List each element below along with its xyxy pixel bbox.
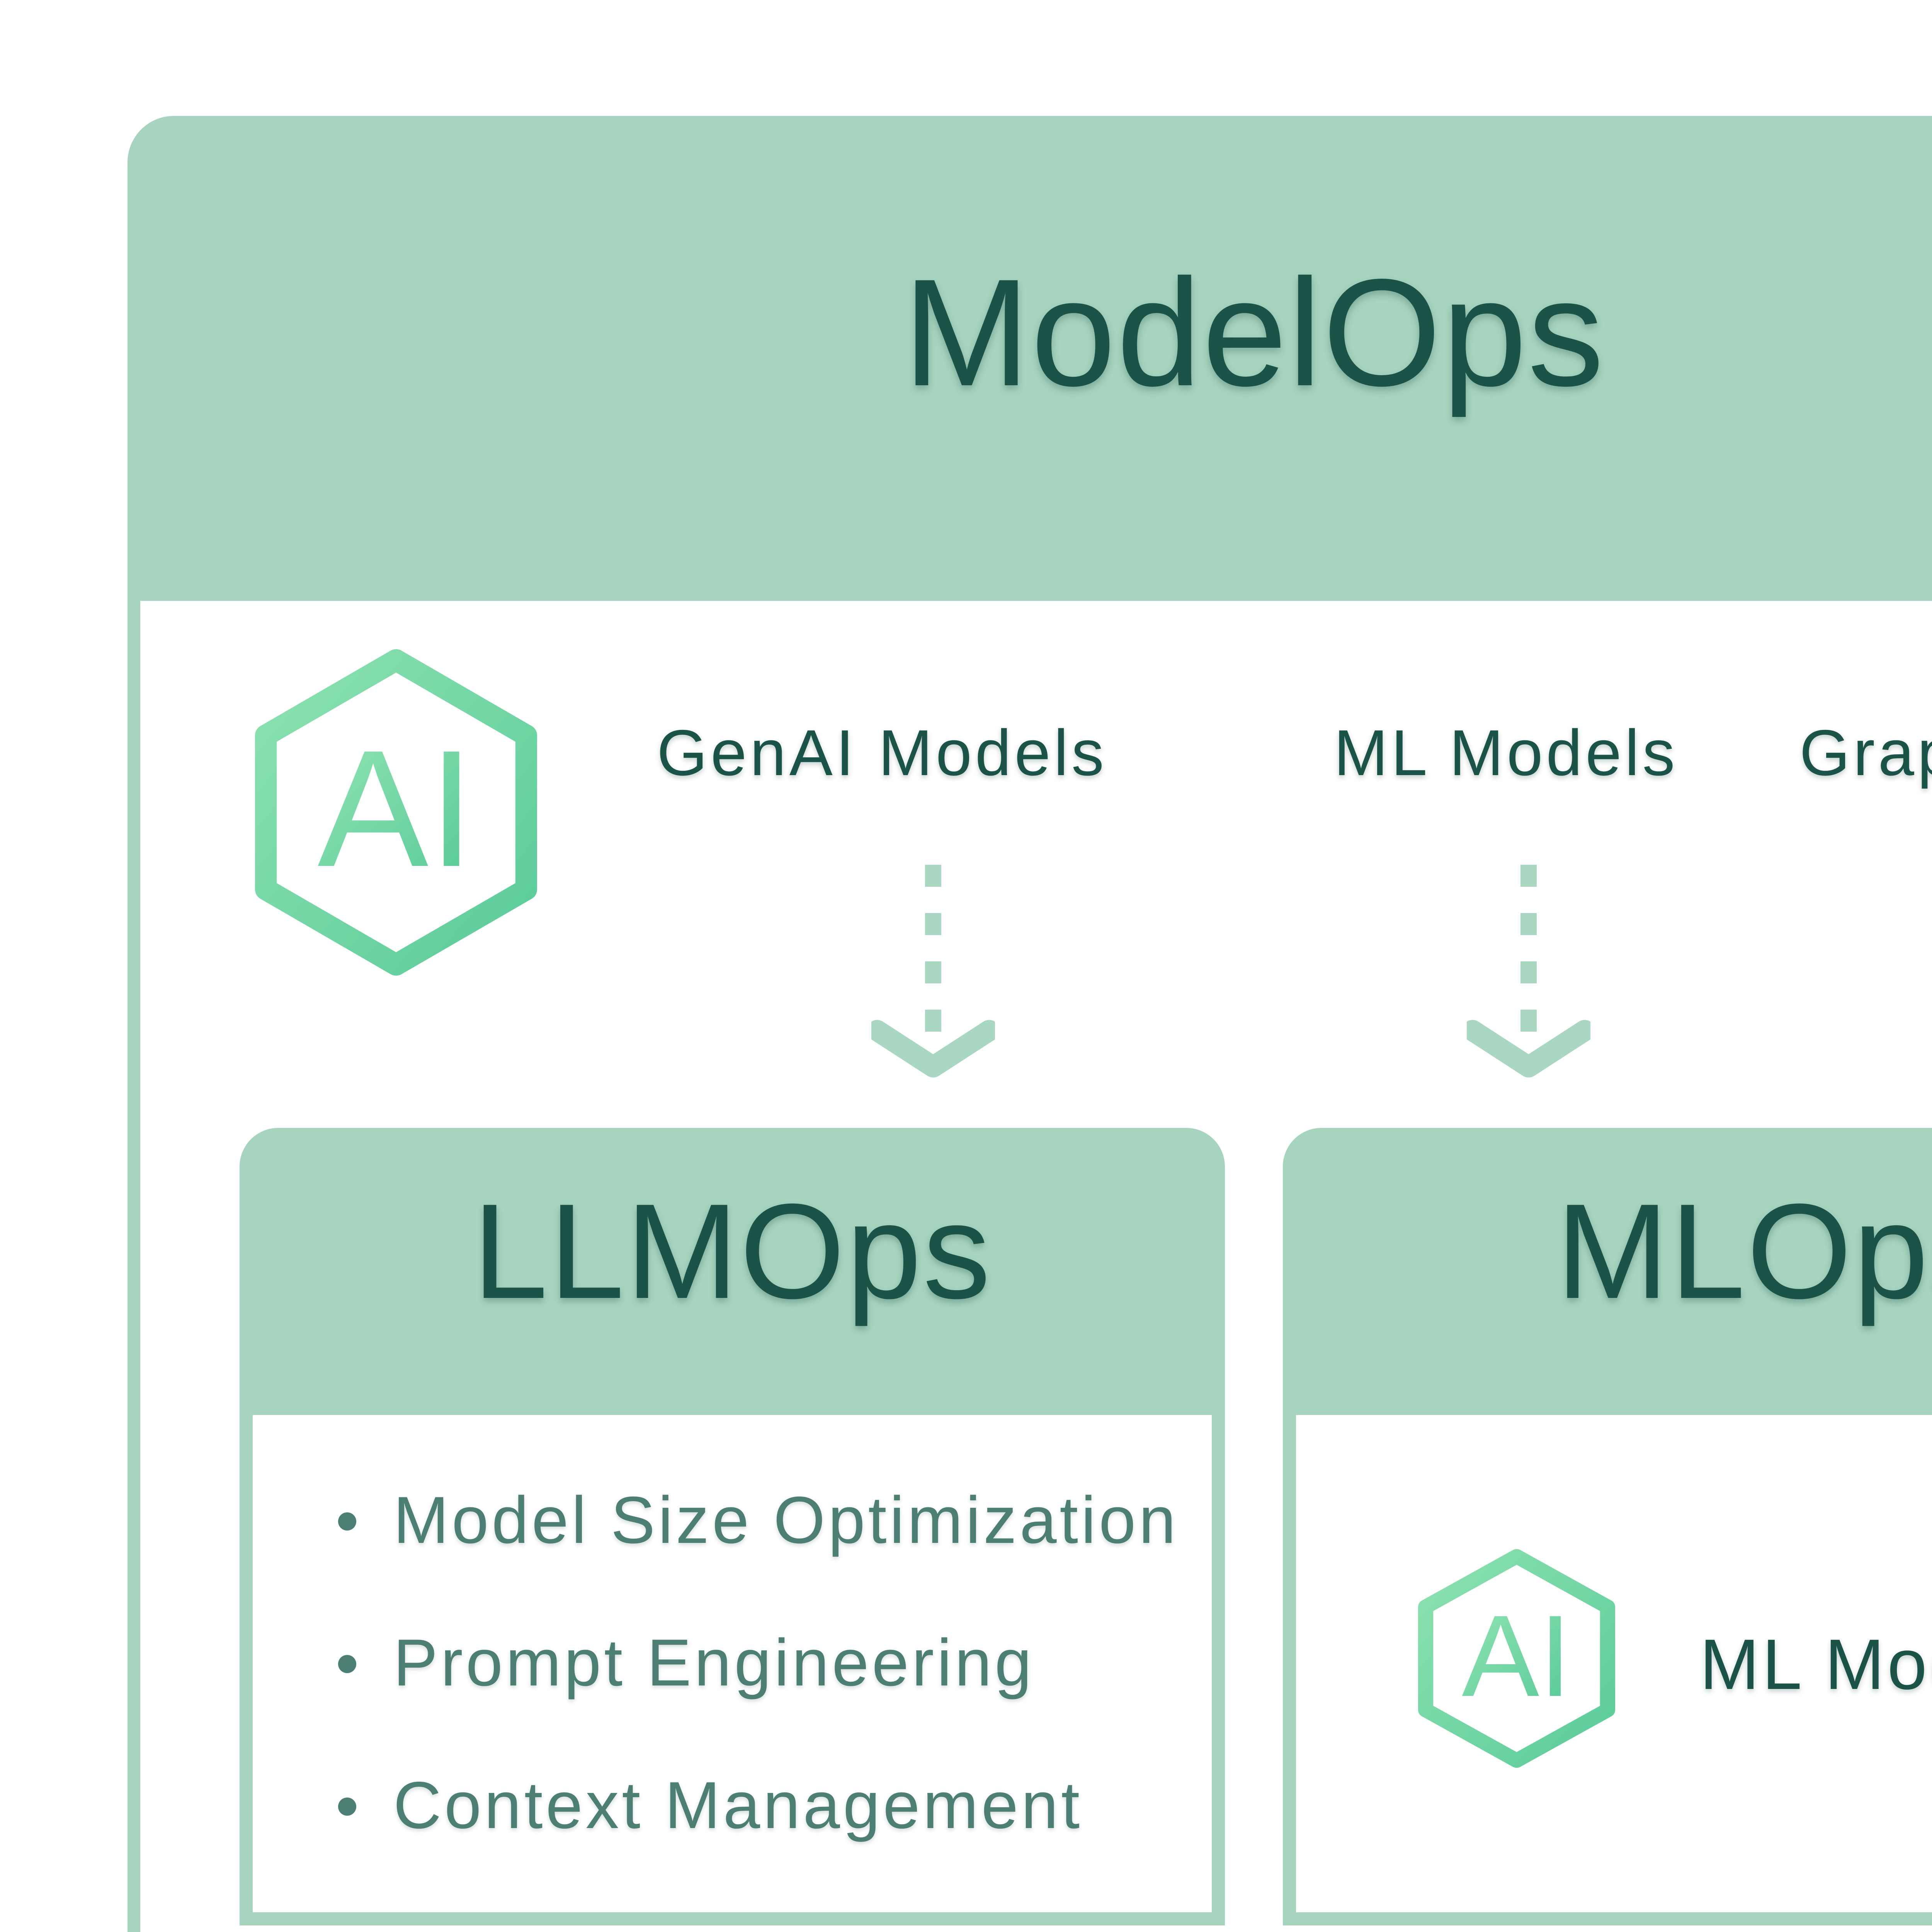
ai-hexagon-icon: AI [1418,1549,1615,1768]
llmops-card-header: LLMOps [240,1128,1225,1402]
bullet-dot-icon [338,1512,356,1531]
bullet-dot-icon [338,1798,356,1816]
llmops-card-body: Model Size Optimization Prompt Engineeri… [240,1402,1225,1925]
graph-models-label: Graph Models [1799,716,1932,789]
modelops-header: ModelOps [128,116,1932,588]
dashed-arrow-down-icon [866,864,1000,1080]
bullet-item: Model Size Optimization [268,1487,1212,1553]
genai-models-label: GenAI Models [657,716,1107,789]
llmops-card-title: LLMOps [473,1175,992,1327]
mlops-card-body: AI ML Models [1283,1402,1932,1925]
mlops-card-header: MLOps [1283,1128,1932,1402]
bullet-text: Context Management [393,1768,1083,1842]
hexagon-outline-icon [255,649,537,976]
bullet-text: Model Size Optimization [393,1483,1179,1557]
mlops-card-title: MLOps [1556,1175,1932,1327]
mlops-ml-models-label: ML Models [1700,1625,1932,1704]
ai-icon-label: AI [317,716,475,901]
bullet-item: Context Management [268,1772,1212,1838]
llmops-bullet-list: Model Size Optimization Prompt Engineeri… [253,1415,1212,1915]
page-title: ModelOps [903,247,1605,418]
bullet-item: Prompt Engineering [268,1629,1212,1696]
hexagon-outline-icon [1418,1549,1615,1768]
bullet-dot-icon [338,1655,356,1673]
ml-models-label: ML Models [1334,716,1678,789]
ai-icon-label: AI [1462,1591,1571,1721]
dashed-arrow-down-icon [1462,864,1595,1080]
ai-hexagon-icon: AI [255,649,537,976]
bullet-text: Prompt Engineering [393,1626,1035,1700]
